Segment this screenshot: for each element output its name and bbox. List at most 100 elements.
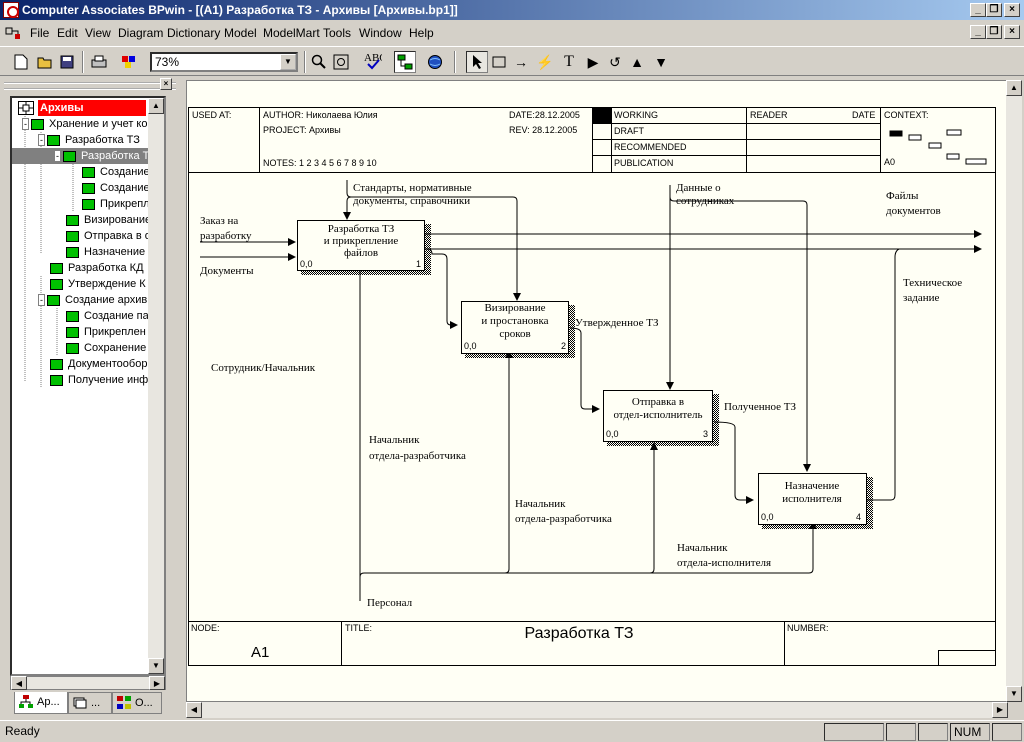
minimize-button[interactable]: _ [970, 3, 986, 17]
tree-item[interactable]: Сохранение [66, 340, 146, 356]
scroll-down-icon[interactable]: ▼ [148, 658, 164, 674]
label-chief1-2: отдела-разработчика [369, 450, 466, 462]
scroll-right-icon[interactable]: ▶ [992, 702, 1008, 718]
arrow-down-icon[interactable]: ▼ [654, 54, 668, 70]
tree-item[interactable]: Отправка в о [66, 228, 151, 244]
play-icon[interactable]: ▶ [587, 53, 599, 70]
menu-edit[interactable]: Edit [57, 26, 78, 40]
color-palette-icon[interactable] [118, 51, 140, 73]
arrow-received[interactable] [713, 421, 754, 504]
box3-cost: 0,0 [606, 429, 619, 439]
scroll-left-icon[interactable]: ◀ [186, 702, 202, 718]
child-restore-button[interactable]: ❐ [986, 25, 1002, 39]
reader-label: READER [750, 110, 788, 120]
tree-scrollbar[interactable]: ▲ ▼ [148, 98, 164, 674]
menu-modelmart[interactable]: ModelMart [263, 26, 320, 40]
zoom-magnifier-icon[interactable] [308, 51, 330, 73]
scroll-up-icon[interactable]: ▲ [148, 98, 164, 114]
status-num: NUM [950, 723, 990, 741]
menu-file[interactable]: File [30, 26, 50, 40]
activity-box-1[interactable]: Разработка ТЗ и прикрепление файлов 0,0 … [297, 220, 432, 276]
menu-window[interactable]: Window [359, 26, 402, 40]
close-button[interactable]: × [1004, 3, 1020, 17]
bpwin-app-icon[interactable] [3, 2, 19, 18]
status-panel-2 [886, 723, 916, 741]
tree-item[interactable]: Визирование [66, 212, 151, 228]
child-minimize-button[interactable]: _ [970, 25, 986, 39]
tree-item[interactable]: Разработка КД [50, 260, 144, 276]
arrow-mech-box2[interactable] [359, 350, 513, 578]
tree-item[interactable]: Прикрепл [82, 196, 150, 212]
globe-icon[interactable] [424, 51, 446, 73]
spell-check-icon[interactable]: ABC [362, 51, 384, 73]
arrow-up-icon[interactable]: ▲ [630, 54, 644, 70]
menu-model[interactable]: Model [224, 26, 257, 40]
tree-item[interactable]: Утверждение К [50, 276, 146, 292]
new-file-icon[interactable] [10, 51, 32, 73]
tree-item-selected[interactable]: -Разработка Т [12, 148, 164, 164]
tree-item[interactable]: Документообор [50, 356, 147, 372]
tree-root[interactable]: Архивы [16, 100, 164, 116]
canvas-hscrollbar[interactable]: ◀ ▶ [186, 702, 1008, 718]
arrow-standards-to-box2[interactable] [346, 180, 521, 301]
tree-item[interactable]: Получение инф [50, 372, 148, 388]
diagram-view-icon[interactable] [394, 51, 416, 73]
tree-item[interactable]: Создание па [66, 308, 149, 324]
box2-line2: и простановка [481, 315, 548, 327]
arrow-approved[interactable] [569, 327, 600, 413]
menu-diagram[interactable]: Diagram [118, 26, 164, 40]
maximize-button[interactable]: ❐ [986, 3, 1002, 17]
tree-item[interactable]: Назначение [66, 244, 145, 260]
activity-box-2[interactable]: Визирование и простановка сроков 0,0 2 [461, 301, 576, 359]
squiggle-tool-icon[interactable]: ⚡ [536, 53, 554, 70]
tree-item[interactable]: Создание [82, 180, 150, 196]
label-chief3-1: Начальник [677, 542, 728, 554]
label-tech-2: задание [903, 292, 939, 304]
tree-item[interactable]: -Хранение и учет ко [22, 118, 148, 130]
box-tool-icon[interactable] [488, 51, 510, 73]
zoom-select[interactable]: 73%▼ [150, 52, 298, 72]
scroll-up-icon[interactable]: ▲ [1006, 80, 1022, 96]
scroll-down-icon[interactable]: ▼ [1006, 686, 1022, 702]
panel-grip[interactable] [4, 82, 176, 90]
activity-box-3[interactable]: Отправка в отдел-исполнитель 0,0 3 [603, 390, 720, 447]
arrow-standards-to-box1[interactable] [343, 196, 352, 220]
tree-item[interactable]: -Создание архив [38, 294, 148, 306]
diagram-canvas[interactable]: USED AT: AUTHOR: Николаева Юлия PROJECT:… [186, 80, 1008, 702]
arrow-employees-to-box4[interactable] [669, 196, 811, 472]
panel-close-button[interactable]: × [160, 78, 172, 90]
activity-box-4[interactable]: Назначение исполнителя 0,0 4 [758, 473, 874, 530]
menu-dictionary[interactable]: Dictionary [167, 26, 221, 40]
tree-hscrollbar[interactable]: ◀ ▶ [10, 676, 166, 690]
scroll-right-icon[interactable]: ▶ [149, 676, 165, 690]
undo-rotate-icon[interactable]: ↺ [609, 53, 621, 70]
label-chief2-2: отдела-разработчика [515, 513, 612, 525]
notes-label: NOTES: 1 2 3 4 5 6 7 8 9 10 [263, 158, 377, 168]
idef0-diagram[interactable]: USED AT: AUTHOR: Николаева Юлия PROJECT:… [187, 81, 1007, 701]
tab-objects[interactable]: ... [68, 692, 112, 714]
tree-item[interactable]: Создание [82, 164, 150, 180]
zoom-fit-icon[interactable] [330, 51, 352, 73]
canvas-vscrollbar[interactable]: ▲ ▼ [1006, 80, 1022, 702]
tree-item[interactable]: -Разработка ТЗ [38, 134, 140, 146]
pointer-tool-icon[interactable] [466, 51, 488, 73]
text-tool-icon[interactable]: T [564, 53, 574, 70]
child-close-button[interactable]: × [1004, 25, 1020, 39]
chevron-down-icon[interactable]: ▼ [280, 54, 296, 70]
menu-tools[interactable]: Tools [323, 26, 352, 40]
tree-item[interactable]: Прикреплен [66, 324, 146, 340]
footer-title-label: TITLE: [345, 623, 372, 633]
arrow-tool-icon[interactable]: → [514, 54, 528, 70]
menu-view[interactable]: View [85, 26, 111, 40]
open-folder-icon[interactable] [34, 51, 56, 73]
tab-activities[interactable]: Ар... [14, 692, 68, 714]
arrow-mech-box4[interactable] [650, 521, 817, 574]
tab-other[interactable]: О... [112, 692, 162, 714]
arrow-box4-output[interactable] [867, 248, 900, 501]
document-icon[interactable] [4, 24, 22, 40]
scroll-left-icon[interactable]: ◀ [11, 676, 27, 690]
print-icon[interactable] [88, 51, 110, 73]
menu-help[interactable]: Help [409, 26, 434, 40]
save-icon[interactable] [56, 51, 78, 73]
arrow-box1-to-box2[interactable] [426, 248, 458, 329]
